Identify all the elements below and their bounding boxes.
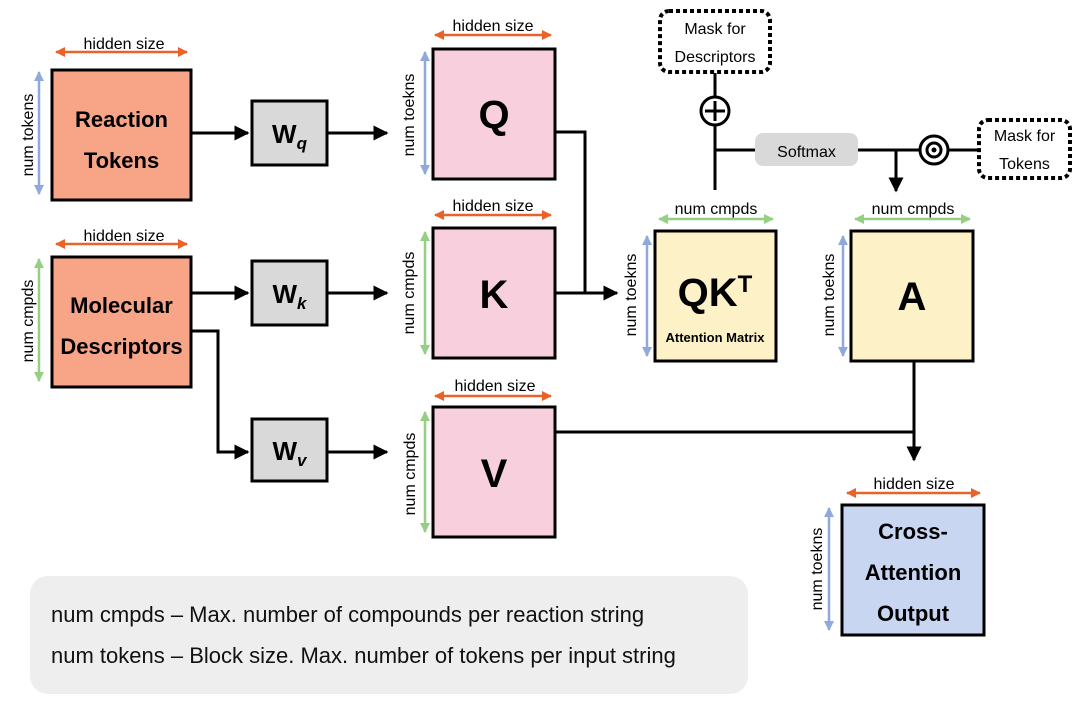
dim-label-qkt-width: num cmpds [675,201,758,218]
plus-operator-icon [699,95,731,127]
molecular-descriptors-box: Molecular Descriptors [50,255,193,389]
dim-label-a-height: num toekns [821,254,838,337]
output-label-1: Cross- [878,519,948,544]
mask-tokens-rect [977,118,1072,180]
line-q-to-qkt [556,130,587,293]
dimension-arrows [34,30,981,631]
reaction-tokens-label-1: Reaction [75,107,168,132]
molecular-descriptors-rect [50,255,193,389]
dim-label-descriptors-height: num cmpds [20,280,37,363]
mask-descriptors-rect [658,9,772,74]
softmax-box: Softmax [755,133,858,166]
mask-tokens-label-2: Tokens [999,156,1050,173]
dim-label-k-width: hidden size [453,198,534,215]
mask-tokens-label-1: Mask for [994,128,1056,145]
a-label: A [898,275,927,319]
wq-label: Wq [272,119,308,153]
arrow-descriptors-to-wv [191,329,250,460]
wk-box: Wk [250,259,329,327]
output-box: Cross- Attention Output [840,503,986,637]
q-rect [431,47,557,181]
output-label-3: Output [877,601,950,626]
dim-label-reaction-width: hidden size [84,36,165,53]
dim-label-v-height: num cmpds [402,433,419,516]
dim-label-descriptors-width: hidden size [84,228,165,245]
wv-box: Wv [250,417,329,483]
q-label: Q [478,93,509,137]
qkt-rect [653,229,778,363]
mask-tokens-box: Mask for Tokens [977,118,1072,180]
wk-rect [250,259,329,327]
molecular-descriptors-label-1: Molecular [70,293,173,318]
wq-box: Wq [250,99,329,167]
attention-matrix-caption: Attention Matrix [666,330,766,345]
hadamard-operator-icon [918,134,950,166]
dim-label-reaction-height: num tokens [20,94,37,177]
qkt-label: QKT [678,271,753,315]
dim-label-output-width: hidden size [874,476,955,493]
reaction-tokens-label-2: Tokens [84,148,159,173]
dim-label-k-height: num cmpds [401,252,418,335]
wv-rect [250,417,329,483]
legend-panel: num cmpds – Max. number of compounds per… [30,576,748,694]
q-box: Q [431,47,557,181]
dim-label-a-width: num cmpds [872,201,955,218]
a-box: A [849,229,975,363]
legend-num-cmpds: num cmpds – Max. number of compounds per… [51,602,645,627]
mask-descriptors-label-2: Descriptors [675,49,756,66]
mask-descriptors-box: Mask for Descriptors [658,9,772,74]
v-box: V [431,405,557,539]
k-rect [431,226,557,360]
mask-descriptors-label-1: Mask for [684,21,746,38]
dimension-labels: hidden size num tokens hidden size num c… [20,18,955,610]
wk-label: Wk [272,279,308,313]
dim-label-q-height: num toekns [401,74,418,157]
dim-label-output-height: num toekns [809,528,826,611]
v-label: V [481,452,508,496]
qkt-box: QKT Attention Matrix [653,229,778,363]
reaction-tokens-rect [50,68,193,202]
wq-rect [250,99,329,167]
dim-label-v-width: hidden size [455,378,536,395]
softmax-rect [755,133,858,166]
reaction-tokens-box: Reaction Tokens [50,68,193,202]
dim-label-q-width: hidden size [453,18,534,35]
connectors [191,73,977,462]
a-rect [849,229,975,363]
dim-label-qkt-height: num toekns [623,254,640,337]
k-box: K [431,226,557,360]
wv-label: Wv [272,436,308,470]
output-label-2: Attention [865,560,962,585]
k-label: K [480,273,509,317]
output-rect [840,503,986,637]
legend-num-tokens: num tokens – Block size. Max. number of … [51,643,676,668]
v-rect [431,405,557,539]
molecular-descriptors-label-2: Descriptors [60,334,182,359]
softmax-label: Softmax [777,144,836,161]
